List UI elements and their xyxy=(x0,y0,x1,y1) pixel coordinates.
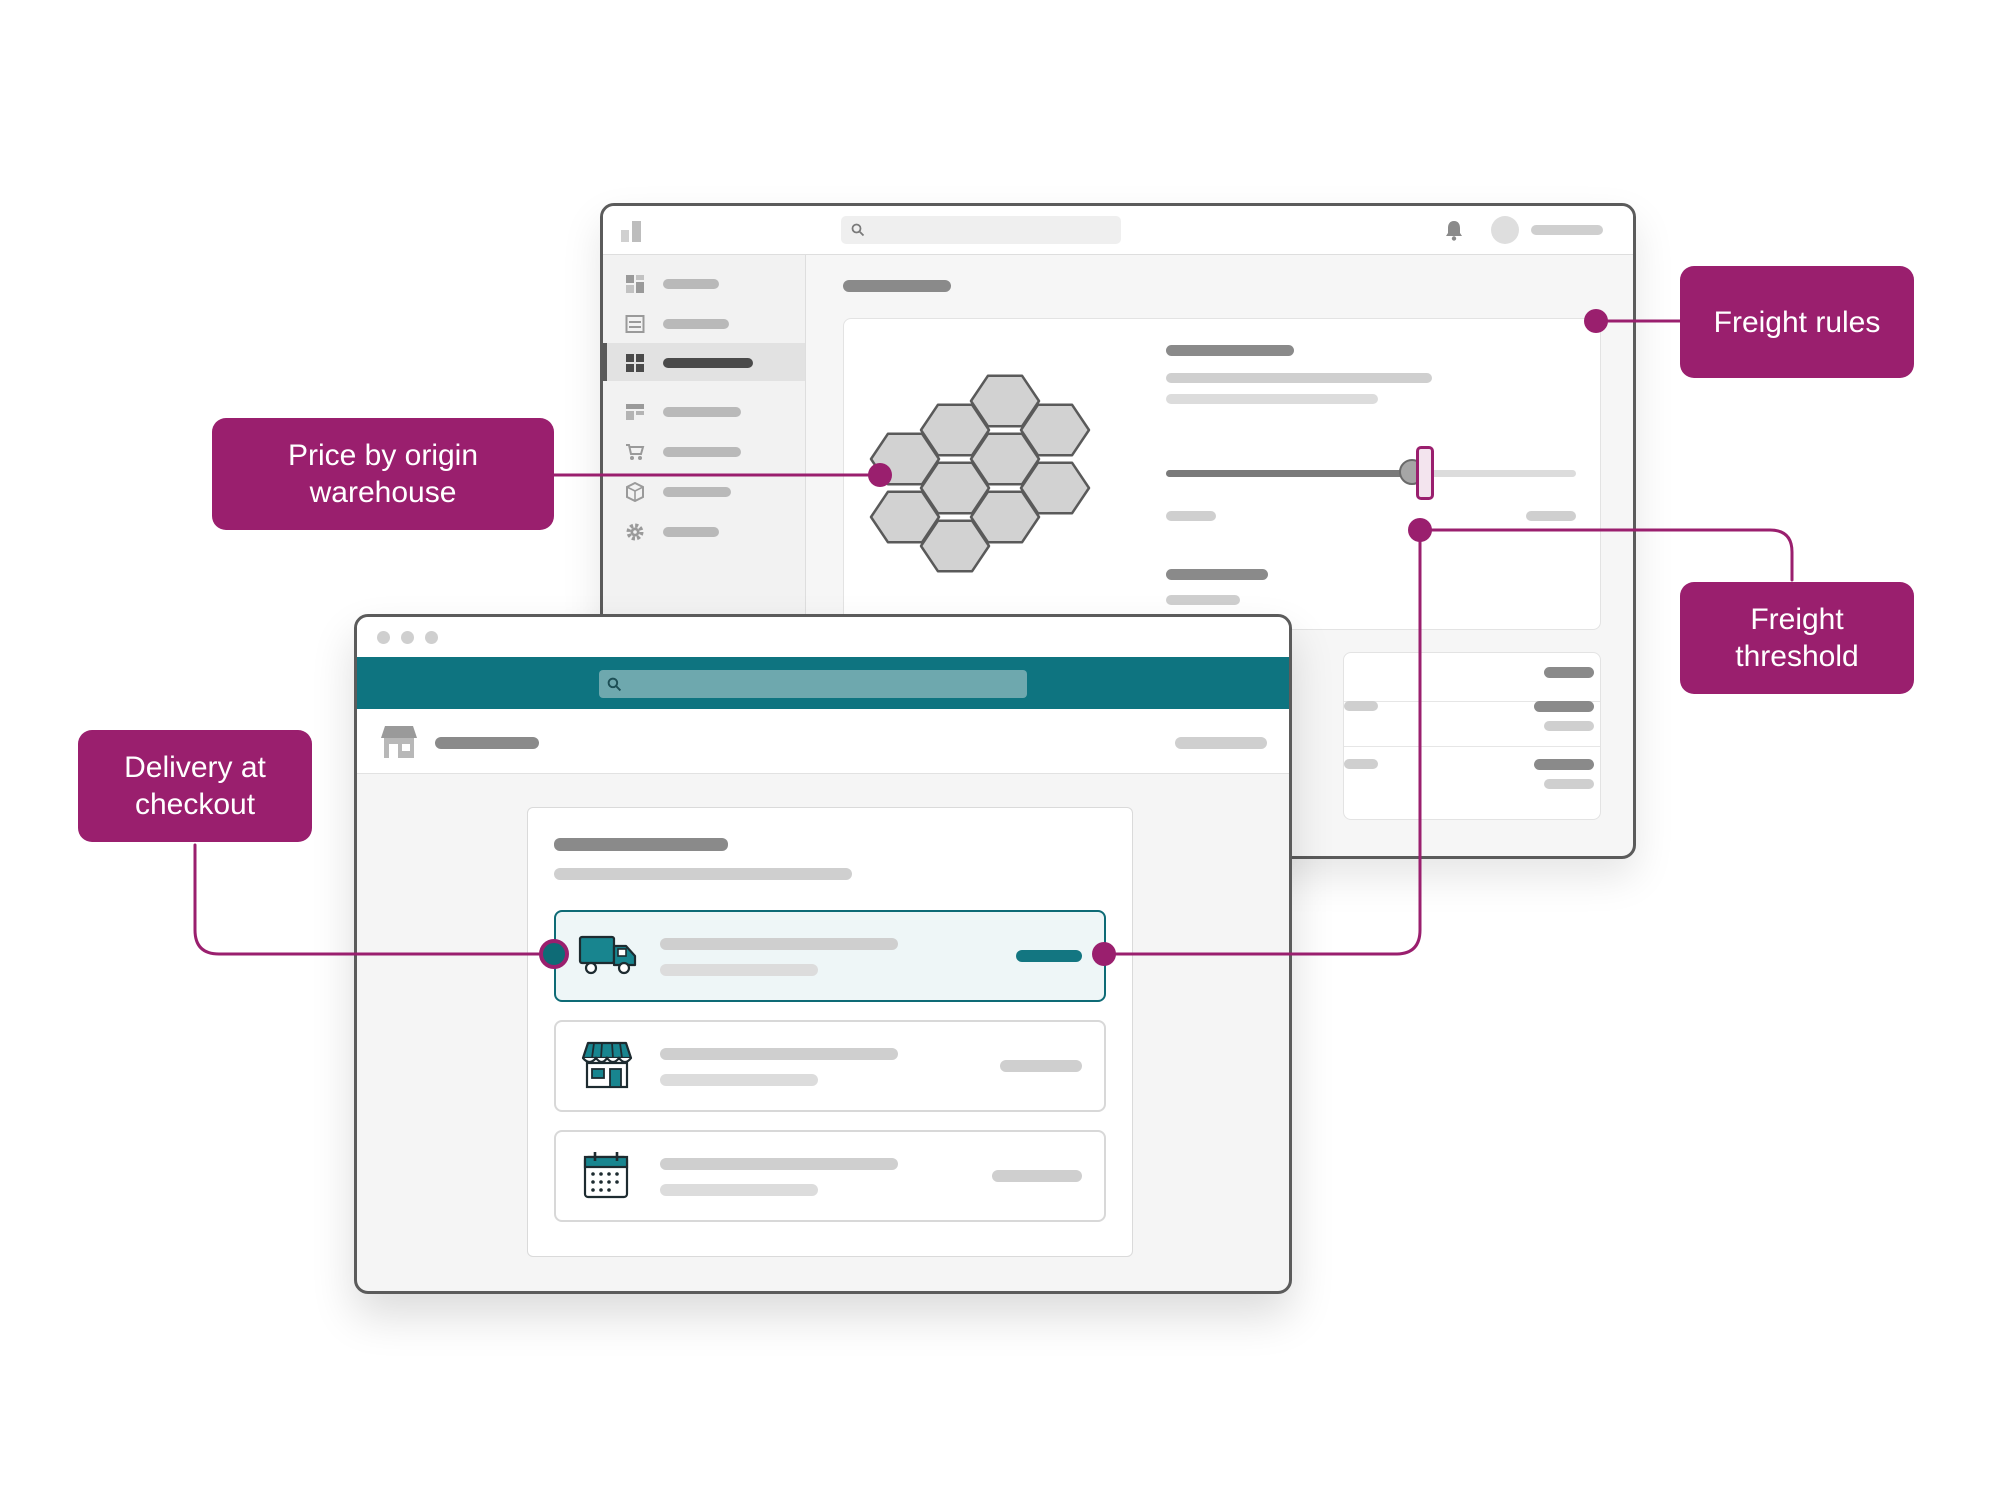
sidebar-item-label xyxy=(663,358,753,368)
rates-table xyxy=(1343,652,1601,820)
freight-threshold-handle[interactable] xyxy=(1416,446,1434,500)
hex-cell[interactable] xyxy=(969,490,1041,544)
sidebar-item-list[interactable] xyxy=(603,305,805,341)
card-line-placeholder xyxy=(1166,595,1240,605)
store-name-placeholder xyxy=(435,737,539,749)
row-divider xyxy=(1344,746,1600,747)
scheduled-option[interactable] xyxy=(554,1130,1106,1222)
row-divider xyxy=(1344,701,1600,702)
store-nav xyxy=(357,709,1289,774)
window-control-dot[interactable] xyxy=(425,631,438,644)
list-icon xyxy=(625,315,645,333)
admin-header xyxy=(603,206,1633,255)
option-title-placeholder xyxy=(660,938,898,950)
search-icon xyxy=(851,223,865,237)
table-header-placeholder xyxy=(1544,667,1594,678)
card-subtitle-placeholder xyxy=(1166,569,1268,580)
sidebar-item-label xyxy=(663,527,719,537)
table-cell-placeholder xyxy=(1534,701,1594,712)
avatar[interactable] xyxy=(1491,216,1519,244)
slider-min-label xyxy=(1166,511,1216,521)
option-price-placeholder xyxy=(1000,1060,1082,1072)
storefront-icon xyxy=(581,1041,633,1089)
hex-cell[interactable] xyxy=(1019,403,1091,457)
truck-icon xyxy=(578,935,637,975)
user-name-placeholder xyxy=(1531,225,1603,235)
warehouse-hex-map[interactable] xyxy=(860,343,1156,603)
freight-slider[interactable] xyxy=(1166,446,1576,500)
delivery-option[interactable] xyxy=(554,910,1106,1002)
option-price-placeholder xyxy=(992,1170,1082,1182)
callout-freight-threshold: Freight threshold xyxy=(1680,582,1914,694)
slider-fill xyxy=(1166,470,1412,477)
option-detail-placeholder xyxy=(660,1074,818,1086)
card-title-placeholder xyxy=(1166,345,1294,356)
callout-price-by-origin: Price by origin warehouse xyxy=(212,418,554,530)
search-icon xyxy=(607,677,622,692)
box-icon xyxy=(626,482,644,502)
sidebar-item-dashboard[interactable] xyxy=(603,265,805,301)
sidebar-active-indicator xyxy=(603,343,607,381)
grid-icon xyxy=(626,354,644,372)
pickup-option[interactable] xyxy=(554,1020,1106,1112)
option-title-placeholder xyxy=(660,1048,898,1060)
store-search-input[interactable] xyxy=(599,670,1027,698)
store-header xyxy=(357,657,1289,709)
sidebar-item-label xyxy=(663,407,741,417)
bell-icon[interactable] xyxy=(1443,218,1465,242)
callout-freight-rules: Freight rules xyxy=(1680,266,1914,378)
account-link-placeholder[interactable] xyxy=(1175,737,1267,749)
calendar-icon xyxy=(583,1152,629,1199)
delivery-price-placeholder xyxy=(1016,950,1082,962)
dashboard-grid-icon xyxy=(626,275,644,293)
gear-icon xyxy=(626,523,644,541)
store-icon[interactable] xyxy=(379,724,419,760)
slider-max-label xyxy=(1526,511,1576,521)
sidebar-item-label xyxy=(663,319,729,329)
checkout-card xyxy=(527,807,1133,1257)
sidebar-item-freight[interactable] xyxy=(603,343,805,381)
window-control-dot[interactable] xyxy=(377,631,390,644)
freight-rules-card xyxy=(843,318,1601,630)
option-detail-placeholder xyxy=(660,1184,818,1196)
hex-cell[interactable] xyxy=(1019,461,1091,515)
window-control-dot[interactable] xyxy=(401,631,414,644)
admin-search-input[interactable] xyxy=(841,216,1121,244)
sidebar-item-settings[interactable] xyxy=(603,513,805,549)
page-title-placeholder xyxy=(843,280,951,292)
table-cell-placeholder xyxy=(1544,721,1594,731)
callout-delivery-at-checkout: Delivery at checkout xyxy=(78,730,312,842)
sidebar-item-layout[interactable] xyxy=(603,393,805,429)
checkout-subtitle-placeholder xyxy=(554,868,852,880)
bar-chart-logo-icon[interactable] xyxy=(619,218,645,244)
option-detail-placeholder xyxy=(660,964,818,976)
sidebar-item-label xyxy=(663,447,741,457)
browser-titlebar xyxy=(357,617,1289,657)
sidebar-item-products[interactable] xyxy=(603,473,805,509)
layout-icon xyxy=(626,404,644,420)
cart-icon xyxy=(626,444,645,460)
card-line-placeholder xyxy=(1166,373,1432,383)
sidebar-item-orders[interactable] xyxy=(603,433,805,469)
hex-cell[interactable] xyxy=(919,519,991,573)
table-cell-placeholder xyxy=(1534,759,1594,770)
storefront-window xyxy=(354,614,1292,1294)
table-cell-placeholder xyxy=(1344,701,1378,711)
card-line-placeholder xyxy=(1166,394,1378,404)
table-cell-placeholder xyxy=(1544,779,1594,789)
sidebar-item-label xyxy=(663,487,731,497)
option-title-placeholder xyxy=(660,1158,898,1170)
sidebar-item-label xyxy=(663,279,719,289)
table-cell-placeholder xyxy=(1344,759,1378,769)
checkout-title-placeholder xyxy=(554,838,728,851)
